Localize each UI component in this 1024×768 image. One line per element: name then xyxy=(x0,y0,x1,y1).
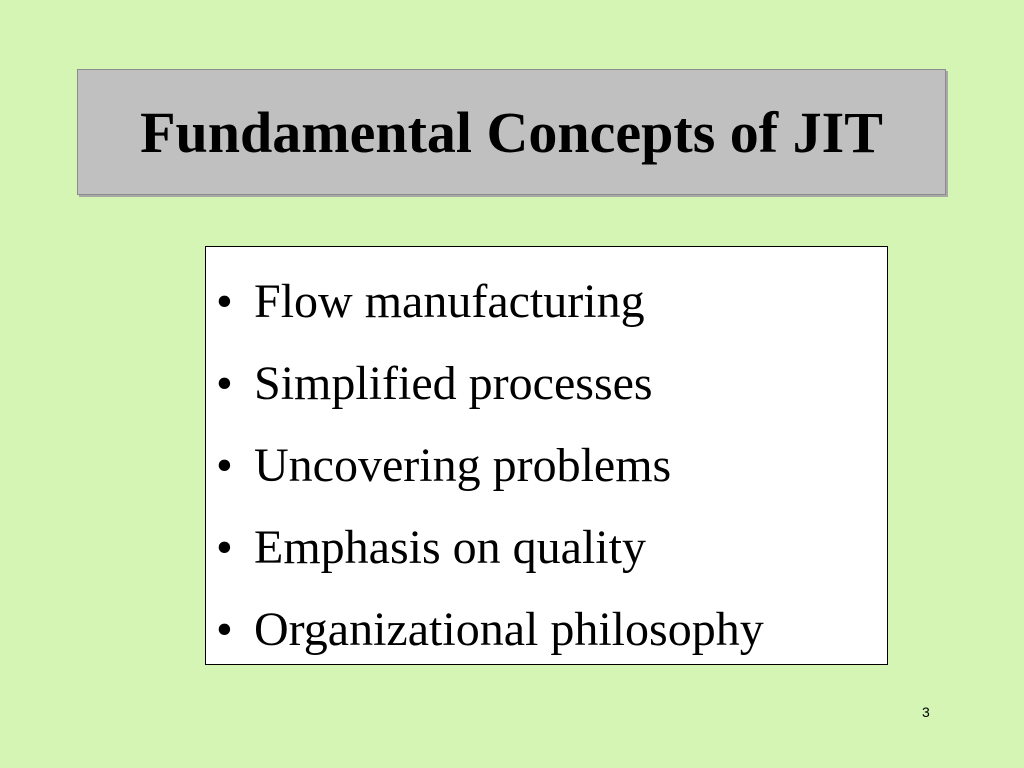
bullet-icon: • xyxy=(216,275,233,328)
bullet-item: • Simplified processes xyxy=(216,343,887,425)
page-number: 3 xyxy=(922,704,930,720)
bullet-icon: • xyxy=(216,439,233,492)
bullet-item: • Organizational philosophy xyxy=(216,589,887,671)
bullet-text: Simplified processes xyxy=(254,357,653,410)
bullet-item: • Flow manufacturing xyxy=(216,261,887,343)
bullet-item: • Emphasis on quality xyxy=(216,507,887,589)
bullet-icon: • xyxy=(216,357,233,410)
bullet-text: Flow manufacturing xyxy=(254,275,645,328)
bullet-item: • Uncovering problems xyxy=(216,425,887,507)
bullet-icon: • xyxy=(216,603,233,656)
bullet-text: Uncovering problems xyxy=(254,439,672,492)
title-box: Fundamental Concepts of JIT xyxy=(77,69,946,195)
bullet-text: Emphasis on quality xyxy=(254,521,646,574)
slide-title: Fundamental Concepts of JIT xyxy=(140,99,883,165)
bullet-list: • Flow manufacturing • Simplified proces… xyxy=(216,261,887,671)
bullet-text: Organizational philosophy xyxy=(254,603,764,656)
bullet-list-box: • Flow manufacturing • Simplified proces… xyxy=(205,246,888,665)
bullet-icon: • xyxy=(216,521,233,574)
